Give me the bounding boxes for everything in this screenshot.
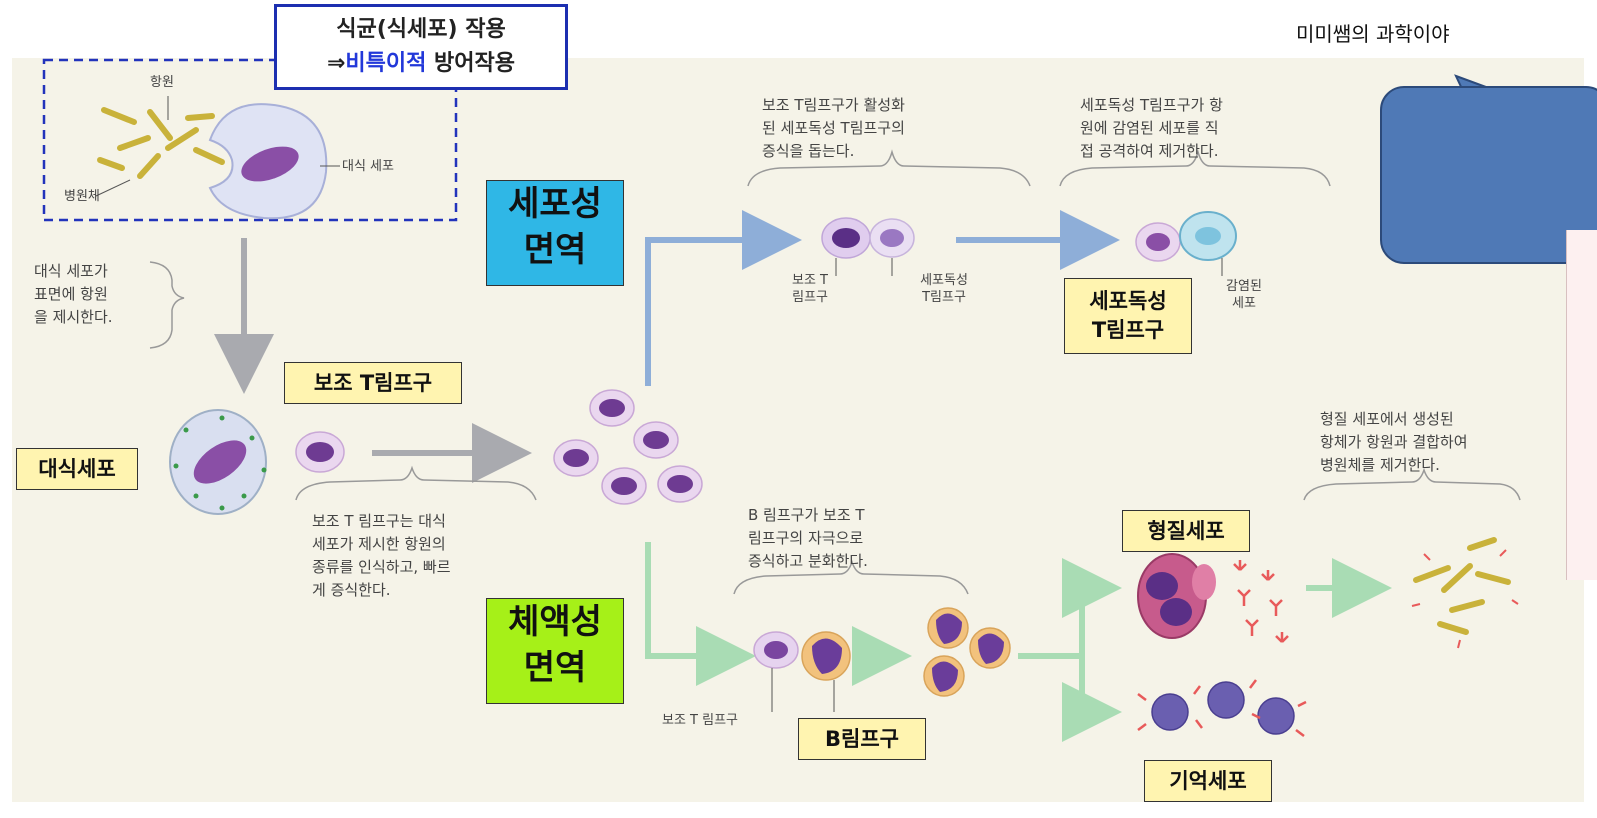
note-line: 대식 세포가 bbox=[34, 262, 108, 280]
brace-cellular-left bbox=[747, 149, 1031, 187]
label-line: 세포 bbox=[1232, 296, 1256, 311]
arrow-to-memory bbox=[1062, 656, 1122, 742]
present-antigen-note: 대식 세포가 표면에 항원 을 제시한다. bbox=[34, 260, 154, 329]
antigen-label: 항원 bbox=[150, 75, 174, 90]
helper-t-cell-icon bbox=[295, 431, 345, 473]
pathogen-label: 병원체 bbox=[64, 189, 100, 204]
note-line: 병원체를 제거한다. bbox=[1320, 456, 1440, 474]
arrow-humoral bbox=[645, 542, 756, 686]
b-cell-box: B림프구 bbox=[798, 718, 926, 760]
note-line: 종류를 인식하고, 빠르 bbox=[312, 558, 451, 576]
arrow-to-plasma bbox=[1018, 558, 1122, 659]
note-line: 원에 감염된 세포를 직 bbox=[1080, 119, 1219, 137]
antigen-antibody-complex-icon bbox=[1413, 537, 1511, 635]
plasma-cell-icon bbox=[1137, 553, 1216, 639]
infected-cell-label: 감염된 세포 bbox=[1214, 278, 1274, 312]
callout-bubble bbox=[1380, 86, 1597, 264]
memory-cell-icon bbox=[1137, 679, 1307, 737]
b-cell-note: B 림프구가 보조 T 림프구의 자극으로 증식하고 분화한다. bbox=[748, 504, 978, 573]
title-line: 체액성 bbox=[508, 602, 602, 642]
note-line: 보조 T림프구가 활성화 bbox=[762, 96, 905, 114]
callout-inner-panel bbox=[1566, 230, 1597, 580]
helper-t-proliferation-icon bbox=[553, 389, 703, 505]
box-line: T림프구 bbox=[1091, 318, 1165, 342]
defense-label: 방어작용 bbox=[426, 51, 516, 76]
pathogen-pointer bbox=[95, 179, 131, 197]
nonspecific-label: 비특이적 bbox=[345, 51, 427, 76]
note-line: 을 제시한다. bbox=[34, 308, 113, 326]
nonspecific-defense-line: ⇒비특이적 방어작용 bbox=[277, 47, 565, 81]
box-line: 세포독성 bbox=[1089, 289, 1167, 313]
bound-antibodies-icon bbox=[1411, 549, 1519, 649]
phagocytosis-title-box: 식균(식세포) 작용 ⇒비특이적 방어작용 bbox=[274, 4, 568, 90]
macrophage-box: 대식세포 bbox=[16, 448, 138, 490]
note-line: 된 세포독성 T림프구의 bbox=[762, 119, 905, 137]
memory-cell-box: 기억세포 bbox=[1144, 760, 1272, 802]
brace-cellular-right bbox=[1059, 149, 1331, 187]
title-line: 세포성 bbox=[508, 184, 602, 224]
note-line: 증식을 돕는다. bbox=[762, 142, 855, 160]
note-line: 보조 T 림프구는 대식 bbox=[312, 512, 446, 530]
helper-cytotoxic-pair-icon bbox=[821, 217, 915, 276]
note-line: 게 증식한다. bbox=[312, 581, 391, 599]
label-line: 감염된 bbox=[1226, 279, 1262, 294]
cytotoxic-attack-icon bbox=[1135, 211, 1237, 276]
brace-antibody bbox=[1303, 467, 1521, 501]
label-line: T림프구 bbox=[922, 290, 966, 305]
note-line: 세포독성 T림프구가 항 bbox=[1080, 96, 1223, 114]
label-line: 림프구 bbox=[792, 290, 828, 305]
cellular-note-helper: 보조 T림프구가 활성화 된 세포독성 T림프구의 증식을 돕는다. bbox=[762, 94, 1022, 163]
macrophage-engulfing-icon bbox=[208, 103, 328, 220]
watermark-text: 미미쌤의 과학이야 bbox=[1296, 22, 1450, 46]
note-line: 세포가 제시한 항원의 bbox=[312, 535, 446, 553]
macrophage-presenting-icon bbox=[169, 409, 267, 515]
humoral-helper-label: 보조 T 림프구 bbox=[662, 713, 739, 728]
cytotoxic-t-box: 세포독성 T림프구 bbox=[1064, 278, 1192, 354]
note-line: 항체가 항원과 결합하여 bbox=[1320, 433, 1468, 451]
helper-t-note: 보조 T 림프구는 대식 세포가 제시한 항원의 종류를 인식하고, 빠르 게 … bbox=[312, 510, 552, 602]
macrophage-label: 대식 세포 bbox=[342, 159, 394, 174]
cellular-cytotoxic-label: 세포독성 T림프구 bbox=[904, 272, 984, 306]
antibody-y-icons bbox=[1233, 560, 1289, 643]
helper-b-pair-icon bbox=[753, 631, 851, 712]
title-line: 면역 bbox=[523, 230, 587, 270]
brace-b bbox=[733, 559, 969, 595]
note-line: 표면에 항원 bbox=[34, 285, 108, 303]
note-line: B 림프구가 보조 T bbox=[748, 506, 865, 524]
brace-present bbox=[149, 261, 185, 349]
cellular-helper-label: 보조 T 림프구 bbox=[768, 272, 828, 306]
helper-t-box: 보조 T림프구 bbox=[284, 362, 462, 404]
brace-helper bbox=[295, 465, 537, 501]
note-line: 접 공격하여 제거한다. bbox=[1080, 142, 1219, 160]
note-line: 림프구의 자극으로 bbox=[748, 529, 864, 547]
phagocytosis-title: 식균(식세포) 작용 bbox=[336, 17, 506, 42]
antibody-note: 형질 세포에서 생성된 항체가 항원과 결합하여 병원체를 제거한다. bbox=[1320, 408, 1560, 477]
note-line: 증식하고 분화한다. bbox=[748, 552, 868, 570]
b-cell-proliferation-icon bbox=[923, 607, 1011, 697]
plasma-cell-box: 형질세포 bbox=[1122, 510, 1250, 552]
implication-arrow: ⇒ bbox=[326, 51, 346, 76]
label-line: 보조 T bbox=[792, 273, 828, 288]
label-line: 세포독성 bbox=[920, 273, 968, 288]
cellular-note-cytotoxic: 세포독성 T림프구가 항 원에 감염된 세포를 직 접 공격하여 제거한다. bbox=[1080, 94, 1340, 163]
arrow-cellular bbox=[645, 210, 802, 386]
note-line: 형질 세포에서 생성된 bbox=[1320, 410, 1454, 428]
pathogen-cluster-icon bbox=[97, 107, 225, 179]
cellular-immunity-title: 세포성 면역 bbox=[486, 180, 624, 286]
humoral-immunity-title: 체액성 면역 bbox=[486, 598, 624, 704]
title-line: 면역 bbox=[523, 648, 587, 688]
